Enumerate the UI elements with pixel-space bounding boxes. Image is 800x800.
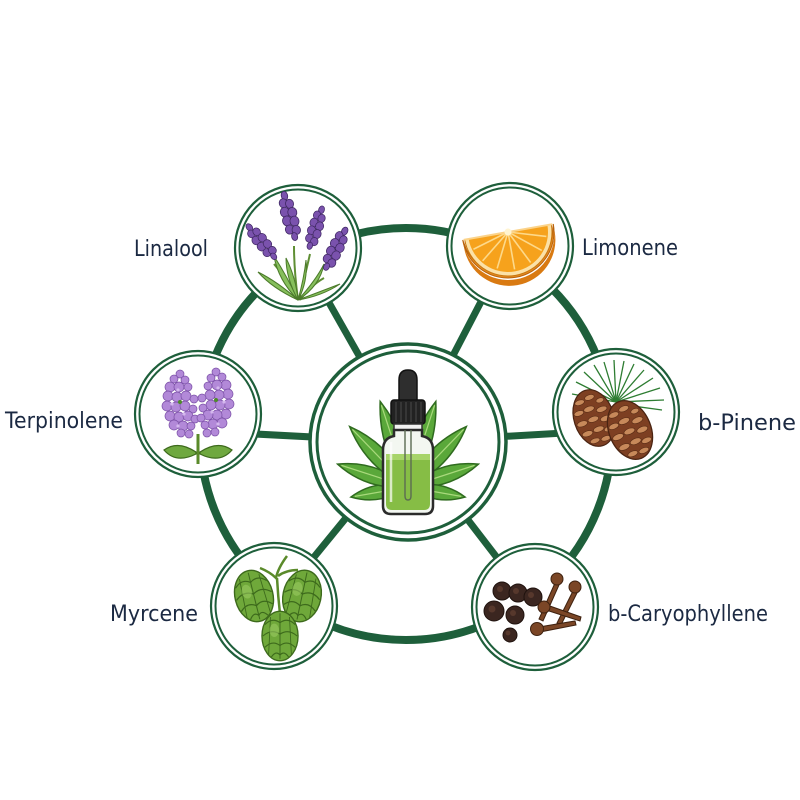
node-terpinolene — [133, 349, 263, 479]
label-b-pinene: b-Pinene — [698, 411, 796, 436]
label-limonene: Limonene — [582, 236, 678, 261]
lavender-icon — [240, 188, 354, 301]
pine-cone-icon — [565, 359, 665, 467]
center-hub — [308, 342, 508, 542]
dropper-bottle-with-leaves-icon — [335, 369, 481, 516]
lilac-icon — [161, 367, 235, 464]
label-terpinolene: Terpinolene — [4, 409, 123, 434]
node-limonene — [445, 181, 575, 311]
node-b-pinene — [551, 347, 681, 477]
label-b-caryophyllene: b-Caryophyllene — [608, 602, 768, 627]
hops-icon — [228, 555, 327, 662]
cloves-peppercorn-icon — [483, 572, 582, 643]
label-myrcene: Myrcene — [110, 602, 198, 627]
node-b-caryophyllene — [470, 542, 600, 672]
label-linalool: Linalool — [134, 237, 208, 262]
orange-slice-icon — [462, 223, 556, 286]
node-myrcene — [209, 541, 339, 671]
node-linalool — [233, 183, 363, 313]
